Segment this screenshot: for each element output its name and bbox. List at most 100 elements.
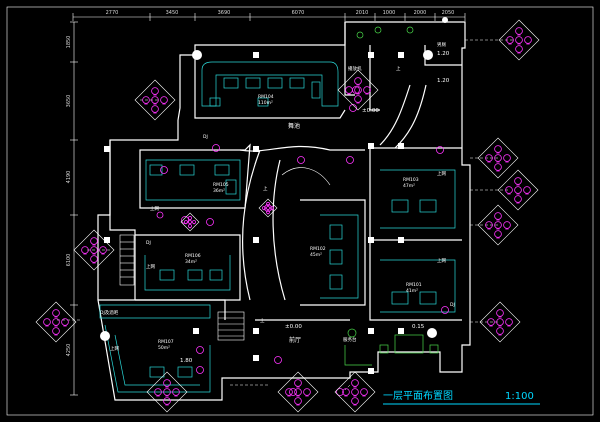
elevation-label: ±0.00 bbox=[362, 108, 379, 114]
column-square bbox=[368, 328, 374, 334]
room-area: 41m² bbox=[406, 288, 418, 294]
ramp-label: 上网 bbox=[437, 257, 446, 264]
up-label: 上 bbox=[396, 65, 401, 72]
elevation-label: 1.80 bbox=[180, 358, 193, 364]
lobby-label: 前厅 bbox=[289, 336, 301, 344]
dim-left-1: 1850 bbox=[66, 36, 72, 49]
drawing-frame bbox=[6, 6, 594, 416]
speaker-cluster-icon bbox=[334, 371, 376, 413]
room-area: 50m² bbox=[158, 345, 170, 351]
speaker-cluster-icon bbox=[497, 169, 539, 211]
room-area: 36m² bbox=[213, 188, 225, 194]
room-area: 110m² bbox=[258, 100, 273, 106]
room-name: RM101 bbox=[406, 282, 422, 288]
ramp-label: 上网 bbox=[437, 170, 446, 177]
room-labels: RM104 110m² RM105 36m² RM103 47m² RM106 … bbox=[158, 94, 422, 351]
elevation-label: 0.15 bbox=[412, 324, 425, 330]
rm107-seating bbox=[104, 324, 211, 393]
speaker-cluster-icon bbox=[337, 69, 379, 111]
column-circle-1 bbox=[192, 50, 202, 60]
column-square bbox=[193, 328, 199, 334]
room-name: RM105 bbox=[213, 182, 229, 188]
room-area: 47m² bbox=[403, 183, 415, 189]
column-square bbox=[398, 237, 404, 243]
column-square bbox=[368, 143, 374, 149]
room-name: RM107 bbox=[158, 339, 174, 345]
room-name: RM103 bbox=[403, 177, 419, 183]
reception-label: 服务台 bbox=[343, 336, 357, 343]
elevation-label: ±0.00 bbox=[285, 324, 302, 330]
title-block: 一层平面布置图 1:100 bbox=[383, 390, 540, 405]
rm105-seating bbox=[145, 159, 241, 201]
bar-label: DJ及酒吧 bbox=[100, 309, 119, 316]
wc-label: 男厕 bbox=[437, 42, 446, 48]
ramp-label: 上网 bbox=[146, 263, 155, 270]
room-name: RM106 bbox=[185, 253, 201, 259]
speaker-cluster-icon bbox=[258, 198, 278, 218]
interior-walls bbox=[98, 45, 462, 321]
column-markers bbox=[100, 17, 448, 374]
area-labels: 舞池 前厅 DJ及酒吧 男厕 DJ DJ DJ 上 上 上 上网 上网 上网 上… bbox=[100, 42, 455, 364]
diamond-callouts bbox=[35, 19, 540, 413]
dim-left-5: 4250 bbox=[66, 344, 72, 357]
column-square bbox=[253, 237, 259, 243]
curved-walkway bbox=[242, 84, 427, 301]
dj-label: DJ bbox=[450, 302, 455, 308]
speaker-cluster-icon bbox=[477, 137, 519, 179]
speaker-cluster-icon bbox=[277, 371, 319, 413]
column-square bbox=[398, 52, 404, 58]
column-square bbox=[104, 146, 110, 152]
dim-top-5: 2010 bbox=[356, 10, 369, 16]
dim-top-3: 3690 bbox=[218, 10, 231, 16]
dj-label: DJ bbox=[146, 240, 151, 246]
rm104-seating bbox=[201, 61, 339, 107]
column-square bbox=[253, 52, 259, 58]
rm103-seating bbox=[380, 169, 456, 229]
speaker-cluster-icon bbox=[134, 79, 176, 121]
column-square bbox=[368, 368, 374, 374]
drawing-title: 一层平面布置图 bbox=[383, 390, 453, 402]
column-square bbox=[398, 328, 404, 334]
dim-left-2: 3650 bbox=[66, 95, 72, 108]
dim-top-7: 2000 bbox=[414, 10, 427, 16]
room-area: 34m² bbox=[185, 259, 197, 265]
speaker-cluster-icon bbox=[180, 212, 200, 232]
column-circle-2 bbox=[423, 50, 433, 60]
drawing-scale: 1:100 bbox=[505, 391, 534, 402]
up-label: 上 bbox=[260, 317, 265, 324]
column-circle-4 bbox=[427, 328, 437, 338]
elevation-label: 1.20 bbox=[437, 51, 450, 57]
column-circle-3 bbox=[100, 331, 110, 341]
dj-label: DJ bbox=[203, 134, 208, 140]
room-name: RM102 bbox=[310, 246, 326, 252]
speaker-cluster-icon bbox=[498, 19, 540, 61]
rm106-seating bbox=[144, 255, 231, 291]
booth-label: 播放机 bbox=[348, 65, 362, 72]
dim-top-8: 2050 bbox=[442, 10, 455, 16]
ramp-label: 上网 bbox=[150, 205, 159, 212]
column-circle-5 bbox=[442, 17, 448, 23]
elevation-label: 1.20 bbox=[437, 78, 450, 84]
dance-floor-label: 舞池 bbox=[288, 122, 300, 130]
speaker-cluster-icon bbox=[35, 301, 77, 343]
column-square bbox=[398, 143, 404, 149]
speaker-cluster-icon bbox=[73, 229, 115, 271]
column-square bbox=[368, 237, 374, 243]
column-square bbox=[253, 355, 259, 361]
room-name: RM104 bbox=[258, 94, 274, 100]
dim-left-3: 4190 bbox=[66, 171, 72, 184]
dim-top-1: 2770 bbox=[106, 10, 119, 16]
left-dimension-chain: 1850 3650 4190 6100 4250 bbox=[66, 21, 78, 396]
stair-lobby bbox=[217, 311, 245, 341]
column-square bbox=[253, 328, 259, 334]
rm102-seating bbox=[320, 214, 359, 299]
dim-top-2: 3450 bbox=[166, 10, 179, 16]
dim-top-4: 6070 bbox=[292, 10, 305, 16]
up-label: 上 bbox=[263, 185, 268, 192]
column-square bbox=[253, 146, 259, 152]
dim-left-4: 6100 bbox=[66, 254, 72, 267]
room-area: 45m² bbox=[310, 252, 322, 258]
speaker-symbols-small bbox=[156, 86, 449, 396]
column-square bbox=[368, 52, 374, 58]
